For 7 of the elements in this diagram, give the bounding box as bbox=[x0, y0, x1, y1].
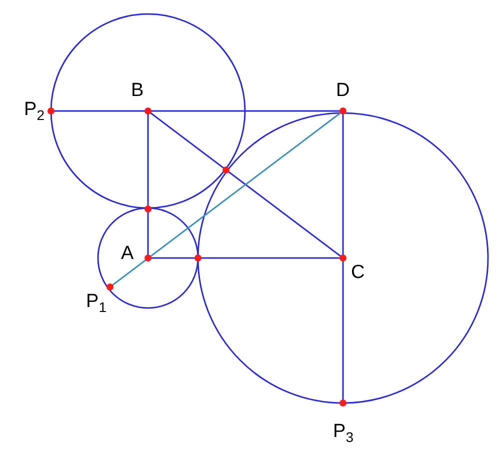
point-label: P$_{3}$ bbox=[333, 422, 354, 444]
point-label: B bbox=[131, 81, 144, 100]
point-label: C bbox=[351, 263, 365, 282]
point-label: P$_{1}$ bbox=[86, 292, 106, 314]
point-label: P$_{2}$ bbox=[24, 100, 44, 122]
point-label: A bbox=[121, 244, 134, 263]
point-label: D bbox=[336, 81, 350, 100]
